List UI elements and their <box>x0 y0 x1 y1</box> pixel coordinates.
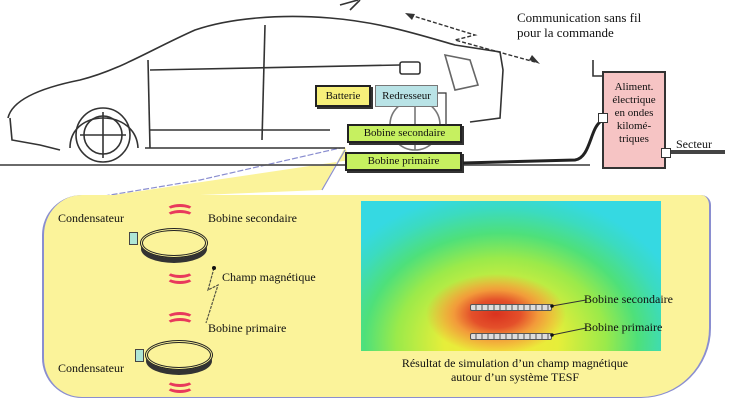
sim-secondary-coil <box>470 304 552 311</box>
secondary-coil-box: Bobine secondaire <box>347 124 462 143</box>
sim-primary-coil-label: Bobine primaire <box>584 320 663 334</box>
capacitor-top-label: Condensateur <box>58 211 124 225</box>
power-supply-box: Aliment. électrique en ondes kilomé- tri… <box>602 71 666 169</box>
magnetic-field-label: Champ magnétique <box>222 270 316 284</box>
power-supply-line4: kilomé- <box>616 120 652 132</box>
field-arc-icon <box>166 380 194 393</box>
power-supply-line1: Aliment. <box>614 81 654 93</box>
power-input-connector-icon <box>598 113 608 123</box>
field-arc-icon <box>166 271 194 284</box>
rectifier-box: Redresseur <box>375 85 438 107</box>
sim-caption-line2: autour d’un système TESF <box>450 370 580 384</box>
wireless-label-line2: pour la commande <box>517 25 614 40</box>
primary-coil-icon <box>145 340 213 370</box>
mains-connector-icon <box>661 148 671 158</box>
wireless-comm-label: Communication sans fil pour la commande <box>517 10 641 40</box>
mains-label: Secteur <box>676 137 712 151</box>
capacitor-bottom-label: Condensateur <box>58 361 124 375</box>
secondary-coil-label: Bobine secondaire <box>208 211 297 225</box>
sim-caption-line1: Résultat de simulation d’un champ magnét… <box>401 356 629 370</box>
field-arc-icon <box>166 210 194 223</box>
battery-box: Batterie <box>315 85 371 107</box>
capacitor-bottom-icon <box>135 349 144 362</box>
sim-caption: Résultat de simulation d’un champ magnét… <box>355 356 675 384</box>
sim-secondary-coil-label: Bobine secondaire <box>584 292 673 306</box>
wireless-signal-icon <box>405 13 540 64</box>
power-supply-line2: électrique <box>612 94 656 106</box>
sim-primary-coil <box>470 333 552 340</box>
primary-coil-box: Bobine primaire <box>345 152 462 171</box>
power-supply-line3: en ondes <box>614 107 654 119</box>
magnetic-field-pointer-icon <box>205 266 219 324</box>
power-supply-line5: triques <box>619 133 649 145</box>
field-arc-icon <box>166 312 194 325</box>
secondary-coil-icon <box>140 228 208 258</box>
sim-leader-lines <box>550 299 587 337</box>
field-arc-icon <box>166 318 194 331</box>
field-simulation-heatmap <box>361 201 661 351</box>
field-arc-icon <box>166 204 194 217</box>
primary-coil-label: Bobine primaire <box>208 321 287 335</box>
capacitor-top-icon <box>129 232 138 245</box>
wireless-label-line1: Communication sans fil <box>517 10 642 25</box>
